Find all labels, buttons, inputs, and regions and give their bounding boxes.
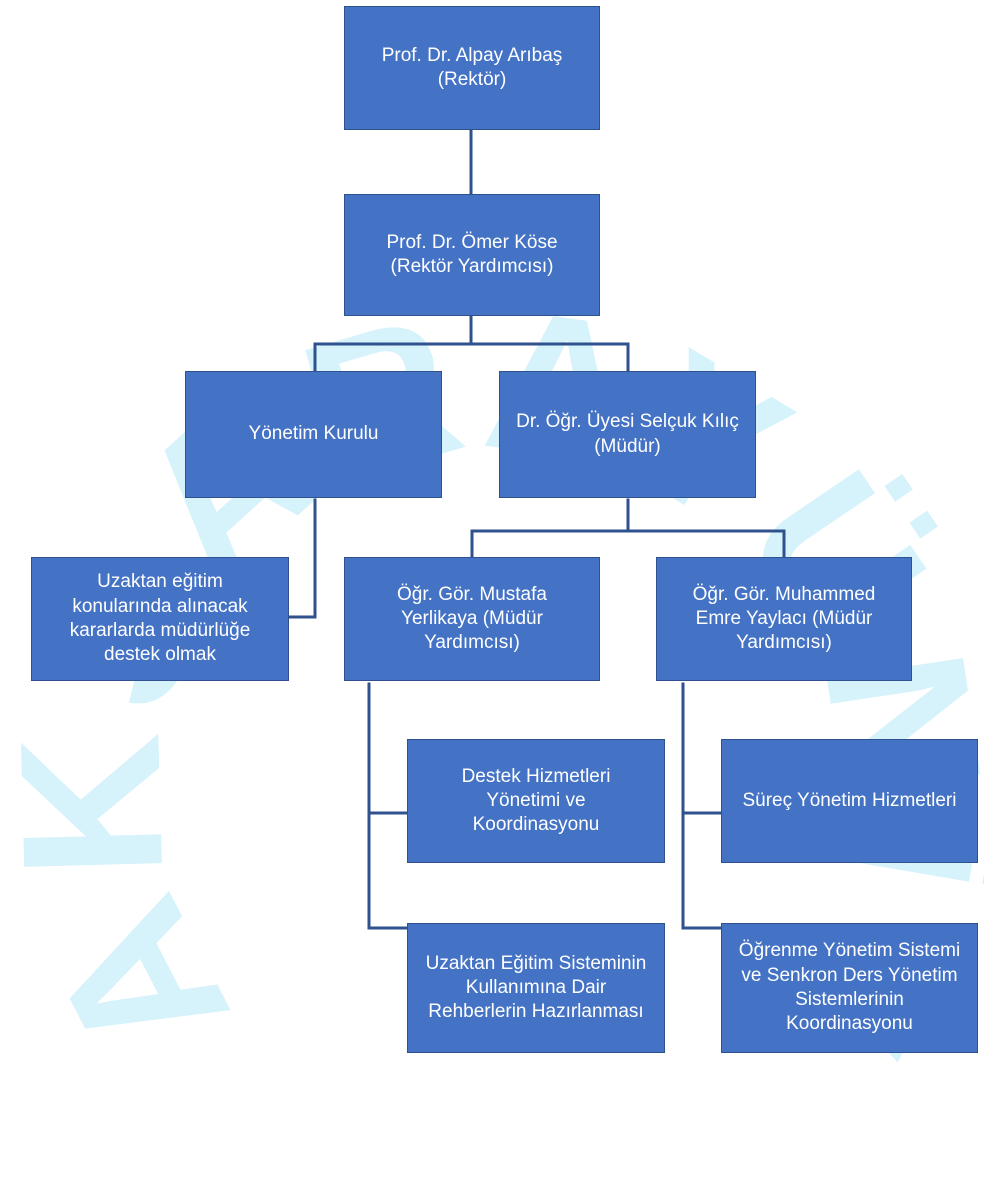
connector-deputy1-tasks [367,682,410,930]
connector-deputy2-tasks [681,682,724,930]
vice-rector-box: Prof. Dr. Ömer Köse (Rektör Yardımcısı) [344,194,600,316]
rector-box: Prof. Dr. Alpay Arıbaş (Rektör) [344,6,600,130]
deputy-2-box: Öğr. Gör. Muhammed Emre Yaylacı (Müdür Y… [656,557,912,681]
connector-board-duty [287,498,317,619]
director-box: Dr. Öğr. Üyesi Selçuk Kılıç (Müdür) [499,371,756,498]
board-box: Yönetim Kurulu [185,371,442,498]
connector-director-deputies [470,498,786,560]
board-duty-box: Uzaktan eğitim konularında alınacak kara… [31,557,289,681]
process-services-box: Süreç Yönetim Hizmetleri [721,739,978,863]
guides-box: Uzaktan Eğitim Sisteminin Kullanımına Da… [407,923,665,1053]
connector-vice-children [313,313,630,374]
support-services-box: Destek Hizmetleri Yönetimi ve Koordinasy… [407,739,665,863]
lms-coordination-box: Öğrenme Yönetim Sistemi ve Senkron Ders … [721,923,978,1053]
deputy-1-box: Öğr. Gör. Mustafa Yerlikaya (Müdür Yardı… [344,557,600,681]
